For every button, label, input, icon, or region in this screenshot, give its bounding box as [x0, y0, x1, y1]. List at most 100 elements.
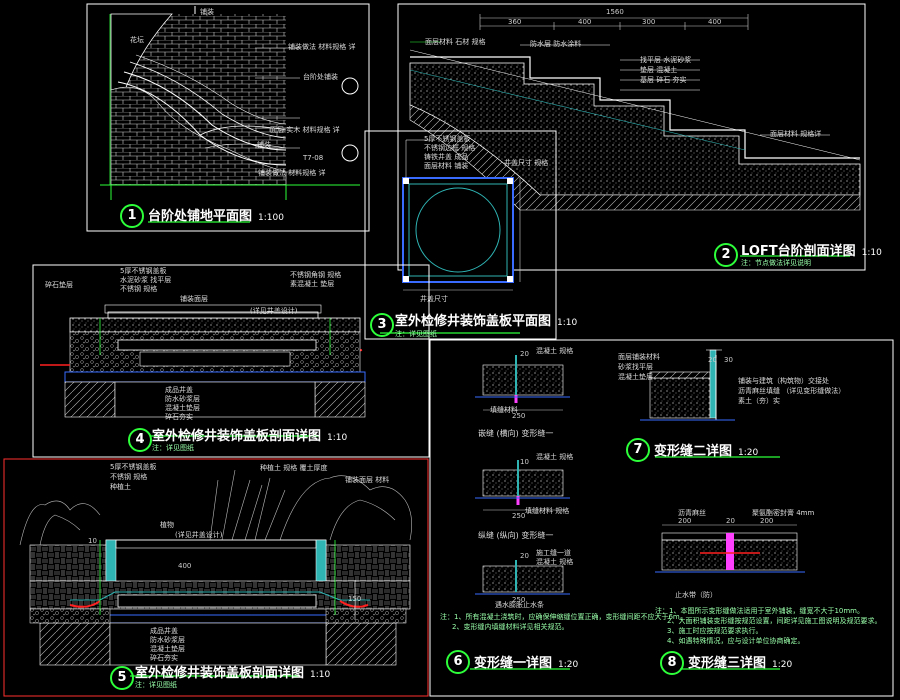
- panel-3-label: 井盖尺寸: [420, 295, 448, 303]
- panel-5-label: 成品井盖: [150, 627, 178, 635]
- dimension-label: 300: [642, 18, 656, 26]
- panel-2-label: 基层 碎石 夯实: [640, 76, 687, 84]
- panel-6-caption: 嵌缝 (横向) 变形缝一: [478, 429, 554, 438]
- panel-2-label: 找平层 水泥砂浆: [640, 56, 692, 64]
- dimension-label: 20: [520, 552, 529, 560]
- dimension-label: 20: [726, 517, 735, 525]
- panel-7-label: 面层铺装材料: [618, 353, 660, 361]
- panel-7-label: 混凝土垫层: [618, 373, 653, 381]
- panel-6: [429, 339, 894, 697]
- panel-1-label: 铺装做法 材料规格 详: [288, 43, 356, 51]
- panel-1-label: 台阶处铺装: [303, 73, 338, 81]
- panel-5-label: (详见井盖设计): [175, 531, 223, 539]
- panel-7-label: 砂浆找平层: [618, 363, 653, 371]
- dimension-label: 250: [512, 512, 526, 520]
- panel-2-label: 面层材料 石材 规格: [425, 38, 486, 46]
- panel-4-label: 素混凝土 垫层: [290, 280, 335, 288]
- panel-5-label: 铺装面层 材料: [345, 476, 390, 484]
- dimension-label: 250: [512, 412, 526, 420]
- panel-4-label: (详见井盖设计): [250, 307, 298, 315]
- panel-7-number: 7: [626, 438, 650, 462]
- dimension-label: 150: [348, 595, 362, 603]
- panel-6-label: 填缝材料 规格: [525, 507, 570, 515]
- panel-4: [32, 264, 430, 458]
- panel-4-label: 混凝土垫层: [165, 404, 200, 412]
- panel-1-number: 1: [120, 204, 144, 228]
- panel-1: [86, 3, 370, 232]
- panel-8-note: 注：1、本图所示变形缝做法适用于室外铺装，缝宽不大于10mm。: [655, 607, 864, 615]
- panel-8-note: 2、大面积铺装变形缝按规范设置，间距详见施工图说明及规范要求。: [667, 617, 882, 625]
- panel-6-label: 填缝材料: [490, 406, 518, 414]
- panel-8-note: 4、如遇特殊情况，应与设计单位协商确定。: [667, 637, 805, 645]
- panel-8-label: 聚氨酯密封膏 4mm: [752, 509, 815, 517]
- dimension-label: 250: [512, 596, 526, 604]
- dimension-label: 1560: [606, 8, 624, 16]
- panel-1-label: T7-08: [303, 154, 324, 162]
- panel-4-label: 碎石垫层: [45, 281, 73, 289]
- panel-7-label: 沥青麻丝填缝 （详见变形缝做法）: [738, 387, 846, 395]
- panel-1-label: 花坛: [130, 36, 144, 44]
- panel-4-note: 注：详见图纸: [152, 444, 194, 452]
- panel-5-note: 注：详见图纸: [135, 681, 177, 689]
- dimension-label: 30: [724, 356, 733, 364]
- panel-1-label: 铺装: [200, 8, 214, 16]
- dimension-label: 20: [708, 356, 717, 364]
- dimension-label: 400: [708, 18, 722, 26]
- panel-6-number: 6: [446, 650, 470, 674]
- panel-1-label: 面层 实木 材料规格 详: [270, 126, 340, 134]
- panel-3-label: 井盖尺寸 规格: [504, 159, 549, 167]
- panel-6-note: 2、变形缝内填缝材料详见相关规范。: [452, 623, 569, 631]
- dimension-label: 20: [520, 350, 529, 358]
- panel-5-label: 植物: [160, 521, 174, 529]
- panel-6-label: 遇水膨胀止水条: [495, 601, 544, 609]
- panel-8-label: 沥青麻丝: [678, 509, 706, 517]
- panel-2-label: 防水层 防水涂料: [530, 40, 582, 48]
- panel-4-label: 成品井盖: [165, 386, 193, 394]
- panel-4-label: 铺装面层: [180, 295, 208, 303]
- dimension-label: 360: [508, 18, 522, 26]
- panel-6-label: 混凝土 规格: [536, 347, 574, 355]
- panel-4-label: 碎石夯实: [165, 413, 193, 421]
- panel-3-label: 5厚不锈钢盖板: [424, 135, 471, 143]
- panel-7-label: 素土（夯）实: [738, 397, 780, 405]
- panel-3-label: 面层材料 铺装: [424, 162, 469, 170]
- panel-2-label: 垫层 混凝土: [640, 66, 678, 74]
- panel-8-label: 止水带（防）: [675, 591, 717, 599]
- dimension-label: 10: [88, 537, 97, 545]
- panel-2-label: 面层材料 规格详: [770, 130, 822, 138]
- dimension-label: 400: [578, 18, 592, 26]
- panel-2-note: 注：节点做法详见说明: [741, 259, 811, 267]
- panel-6-label: 混凝土 规格: [536, 453, 574, 461]
- panel-7-label: 铺装与建筑（构筑物）交接处: [738, 377, 829, 385]
- panel-1-label: 铺装做法 材料规格 详: [258, 169, 326, 177]
- panel-6-label: 施工缝一道: [536, 549, 571, 557]
- panel-4-label: 不锈钢角钢 规格: [290, 271, 342, 279]
- panel-5: [3, 458, 429, 697]
- panel-5-label: 种植土 规格 覆土厚度: [260, 464, 328, 472]
- panel-3-label: 不锈钢边框 规格: [424, 144, 476, 152]
- panel-6-label: 混凝土 规格: [536, 558, 574, 566]
- panel-5-label: 防水砂浆层: [150, 636, 185, 644]
- panel-6-caption: 纵缝 (纵向) 变形缝一: [478, 531, 554, 540]
- panel-3-number: 3: [370, 313, 394, 337]
- panel-4-number: 4: [128, 428, 152, 452]
- dimension-label: 10: [520, 458, 529, 466]
- panel-8-note: 3、施工时应按规范要求执行。: [667, 627, 763, 635]
- panel-1-label: 铺装: [257, 141, 271, 149]
- panel-3-label: 铸铁井盖 成品: [424, 153, 469, 161]
- panel-5-label: 混凝土垫层: [150, 645, 185, 653]
- dimension-label: 200: [760, 517, 774, 525]
- panel-2: [397, 3, 866, 271]
- panel-8-number: 8: [660, 651, 684, 675]
- dimension-label: 200: [678, 517, 692, 525]
- panel-4-label: 5厚不锈钢盖板: [120, 267, 167, 275]
